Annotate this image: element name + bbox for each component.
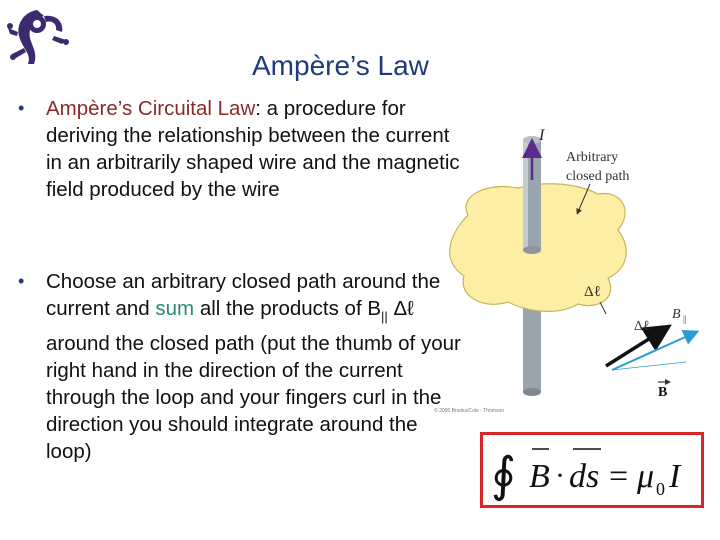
term-sum: sum bbox=[155, 297, 195, 320]
bullet-circuital-law: • Ampère’s Circuital Law: a procedure fo… bbox=[18, 95, 468, 203]
logo-icon bbox=[7, 10, 69, 64]
current-label: I bbox=[538, 127, 545, 144]
eq-dot: · bbox=[555, 459, 565, 492]
b-parallel-subscript: || bbox=[381, 309, 388, 324]
bullet-closed-path: • Choose an arbitrary closed path around… bbox=[18, 268, 468, 465]
slide-title: Ampère’s Law bbox=[252, 50, 429, 81]
delta-l-vector bbox=[605, 324, 672, 368]
term-ampere-circuital-law: Ampère’s Circuital Law bbox=[46, 97, 256, 120]
b-vector-label: B bbox=[658, 385, 667, 400]
bullet-2-part2: all the products of B bbox=[194, 297, 382, 320]
eq-mu: μ bbox=[636, 458, 654, 495]
bullet-text: Ampère’s Circuital Law: a procedure for … bbox=[46, 95, 468, 203]
eq-equals: = bbox=[609, 458, 628, 495]
ampere-law-equation: ∮ B · ds = μ 0 I bbox=[480, 432, 704, 508]
closed-integral-symbol: ∮ bbox=[491, 447, 516, 503]
bullet-1-rest: : a procedure for deriving the relations… bbox=[46, 97, 460, 201]
b-parallel-label: B bbox=[672, 307, 681, 322]
b-parallel-sub: || bbox=[683, 314, 687, 324]
delta-l-label: Δℓ bbox=[584, 284, 601, 300]
ampere-loop-figure: I Arbitrary closed path Δℓ Δℓ B || B © 2… bbox=[434, 127, 700, 414]
eq-current: I bbox=[668, 458, 682, 495]
eq-b-symbol: B bbox=[529, 458, 550, 495]
b-vector bbox=[611, 329, 700, 371]
bullet-2-part1: Choose an arbitrary closed path around t… bbox=[46, 270, 441, 320]
eq-ds: ds bbox=[569, 458, 599, 495]
delta-l-inset-label: Δℓ bbox=[634, 319, 650, 334]
eq-mu-subscript: 0 bbox=[656, 479, 665, 499]
path-label-line2: closed path bbox=[566, 169, 629, 184]
copyright-note: © 2006 Brooks/Cole - Thomson bbox=[434, 407, 504, 414]
bullet-text: Choose an arbitrary closed path around t… bbox=[46, 268, 468, 465]
bullet-dot: • bbox=[18, 271, 25, 291]
bullet-2-part3: Δℓ around the closed path (put the thumb… bbox=[46, 297, 461, 463]
path-label-line1: Arbitrary bbox=[566, 150, 618, 165]
bullet-dot: • bbox=[18, 98, 25, 118]
